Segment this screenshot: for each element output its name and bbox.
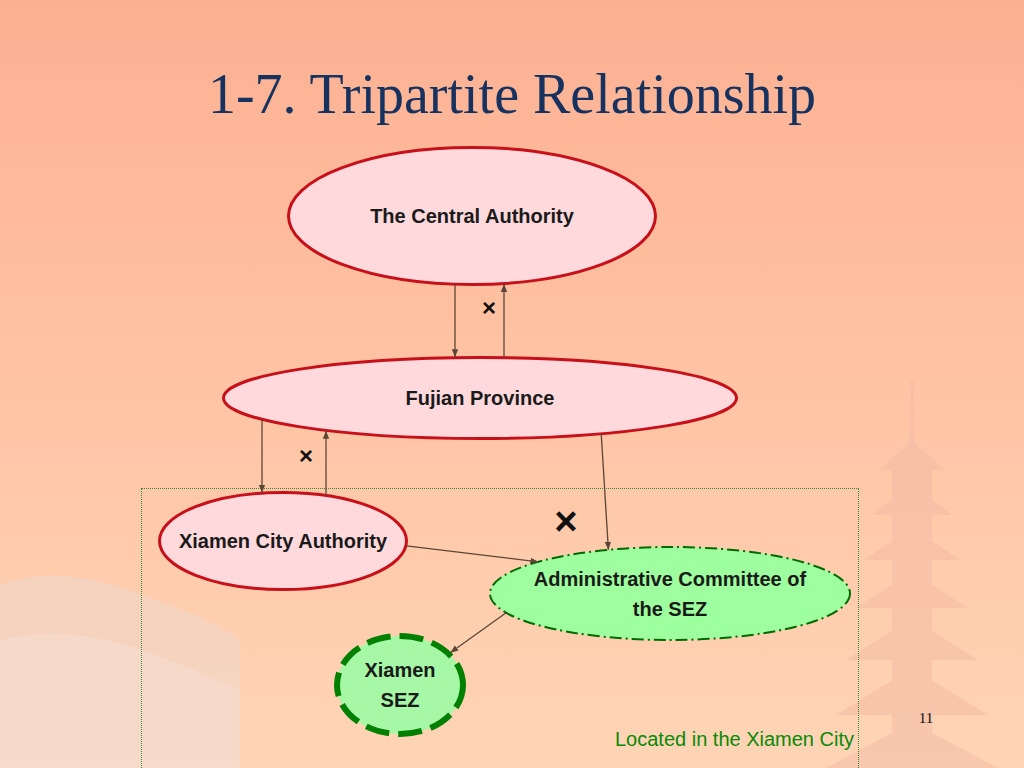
arrow-connector	[454, 285, 455, 357]
ellipse-outline	[334, 633, 466, 737]
arrow-connector	[325, 431, 326, 495]
arrow-connector	[261, 420, 262, 493]
node-label: Administrative Committee of the SEZ	[525, 564, 815, 624]
arrow-connector	[450, 613, 506, 653]
cross-mark: ×	[299, 442, 313, 470]
pagoda	[826, 380, 998, 768]
ellipse-node: Fujian Province	[222, 356, 738, 440]
ellipse-node: Xiamen SEZ	[334, 633, 466, 737]
text-holder: Fujian Province	[222, 356, 738, 440]
cross-mark: ×	[554, 499, 577, 544]
node-label: Xiamen City Authority	[179, 529, 387, 553]
ellipse-node: Xiamen City Authority	[158, 491, 408, 591]
node-label: The Central Authority	[370, 204, 574, 228]
ellipse-shape	[490, 547, 850, 640]
node-label: Fujian Province	[406, 386, 555, 410]
ellipse-shape	[289, 148, 656, 285]
arrow-connector	[503, 284, 504, 357]
region-note: Located in the Xiamen City	[615, 728, 854, 751]
ellipse-node: Administrative Committee of the SEZ	[489, 546, 851, 641]
cross-mark: ×	[482, 294, 496, 322]
ellipse-shape	[160, 493, 407, 590]
node-label: Xiamen SEZ	[360, 655, 440, 715]
mountain	[0, 575, 240, 768]
slide-title: 1-7. Tripartite Relationship	[0, 62, 1024, 126]
arrow-connector	[601, 434, 608, 550]
ellipse-shape	[337, 636, 463, 734]
region-box: Located in the Xiamen City Xiamen City Au…	[141, 488, 859, 768]
text-holder: Xiamen City Authority	[158, 491, 408, 591]
mountain	[0, 634, 240, 768]
ellipse-shape	[224, 358, 737, 439]
ellipse-node: The Central Authority	[287, 146, 657, 286]
text-holder: Xiamen SEZ	[334, 633, 466, 737]
text-holder: The Central Authority	[287, 146, 657, 286]
text-holder: Administrative Committee of the SEZ	[489, 546, 851, 641]
ellipse-outline	[489, 546, 851, 641]
page-number: 11	[919, 710, 933, 727]
arrow-connector	[406, 546, 538, 562]
